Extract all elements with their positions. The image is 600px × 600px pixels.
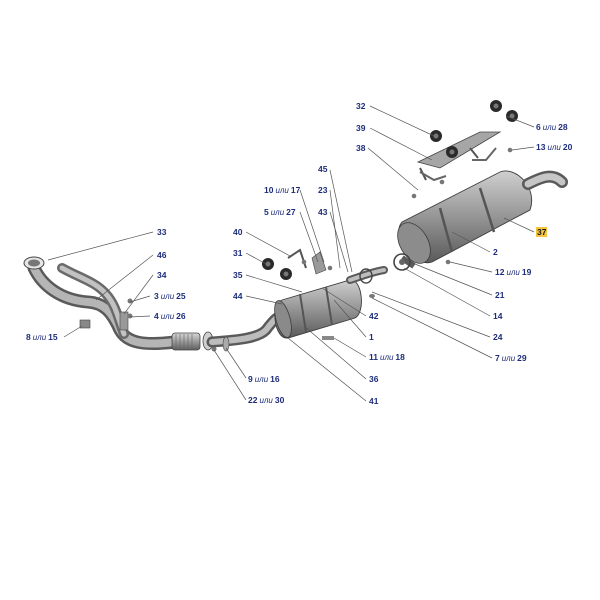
callout-36: 36 bbox=[369, 374, 379, 384]
front-muffler bbox=[274, 266, 388, 339]
front-downpipe bbox=[23, 256, 182, 351]
rear-muffler bbox=[393, 170, 568, 271]
callout-37: 37 bbox=[536, 227, 548, 237]
callout-40: 40 bbox=[233, 227, 243, 237]
callout-33: 33 bbox=[157, 227, 167, 237]
callout-38: 38 bbox=[356, 143, 366, 153]
callout-34: 34 bbox=[157, 270, 167, 280]
callout-24: 24 bbox=[493, 332, 503, 342]
callout-32: 32 bbox=[356, 101, 366, 111]
callout-21: 21 bbox=[495, 290, 505, 300]
callout-45: 45 bbox=[318, 164, 328, 174]
leader-lines bbox=[47, 105, 535, 402]
callout-46: 46 bbox=[157, 250, 167, 260]
callout-31: 31 bbox=[233, 248, 243, 258]
callout-14: 14 bbox=[493, 311, 503, 321]
callout-35: 35 bbox=[233, 270, 243, 280]
front-muffler-hangers bbox=[262, 248, 375, 340]
callout-2: 2 bbox=[493, 247, 498, 257]
callout-43: 43 bbox=[318, 207, 328, 217]
callout-39: 39 bbox=[356, 123, 366, 133]
callout-44: 44 bbox=[233, 291, 243, 301]
callout-41: 41 bbox=[369, 396, 379, 406]
rear-hanger-bracket bbox=[411, 100, 518, 265]
callout-23: 23 bbox=[318, 185, 328, 195]
callout-42: 42 bbox=[369, 311, 379, 321]
callout-1: 1 bbox=[369, 332, 374, 342]
